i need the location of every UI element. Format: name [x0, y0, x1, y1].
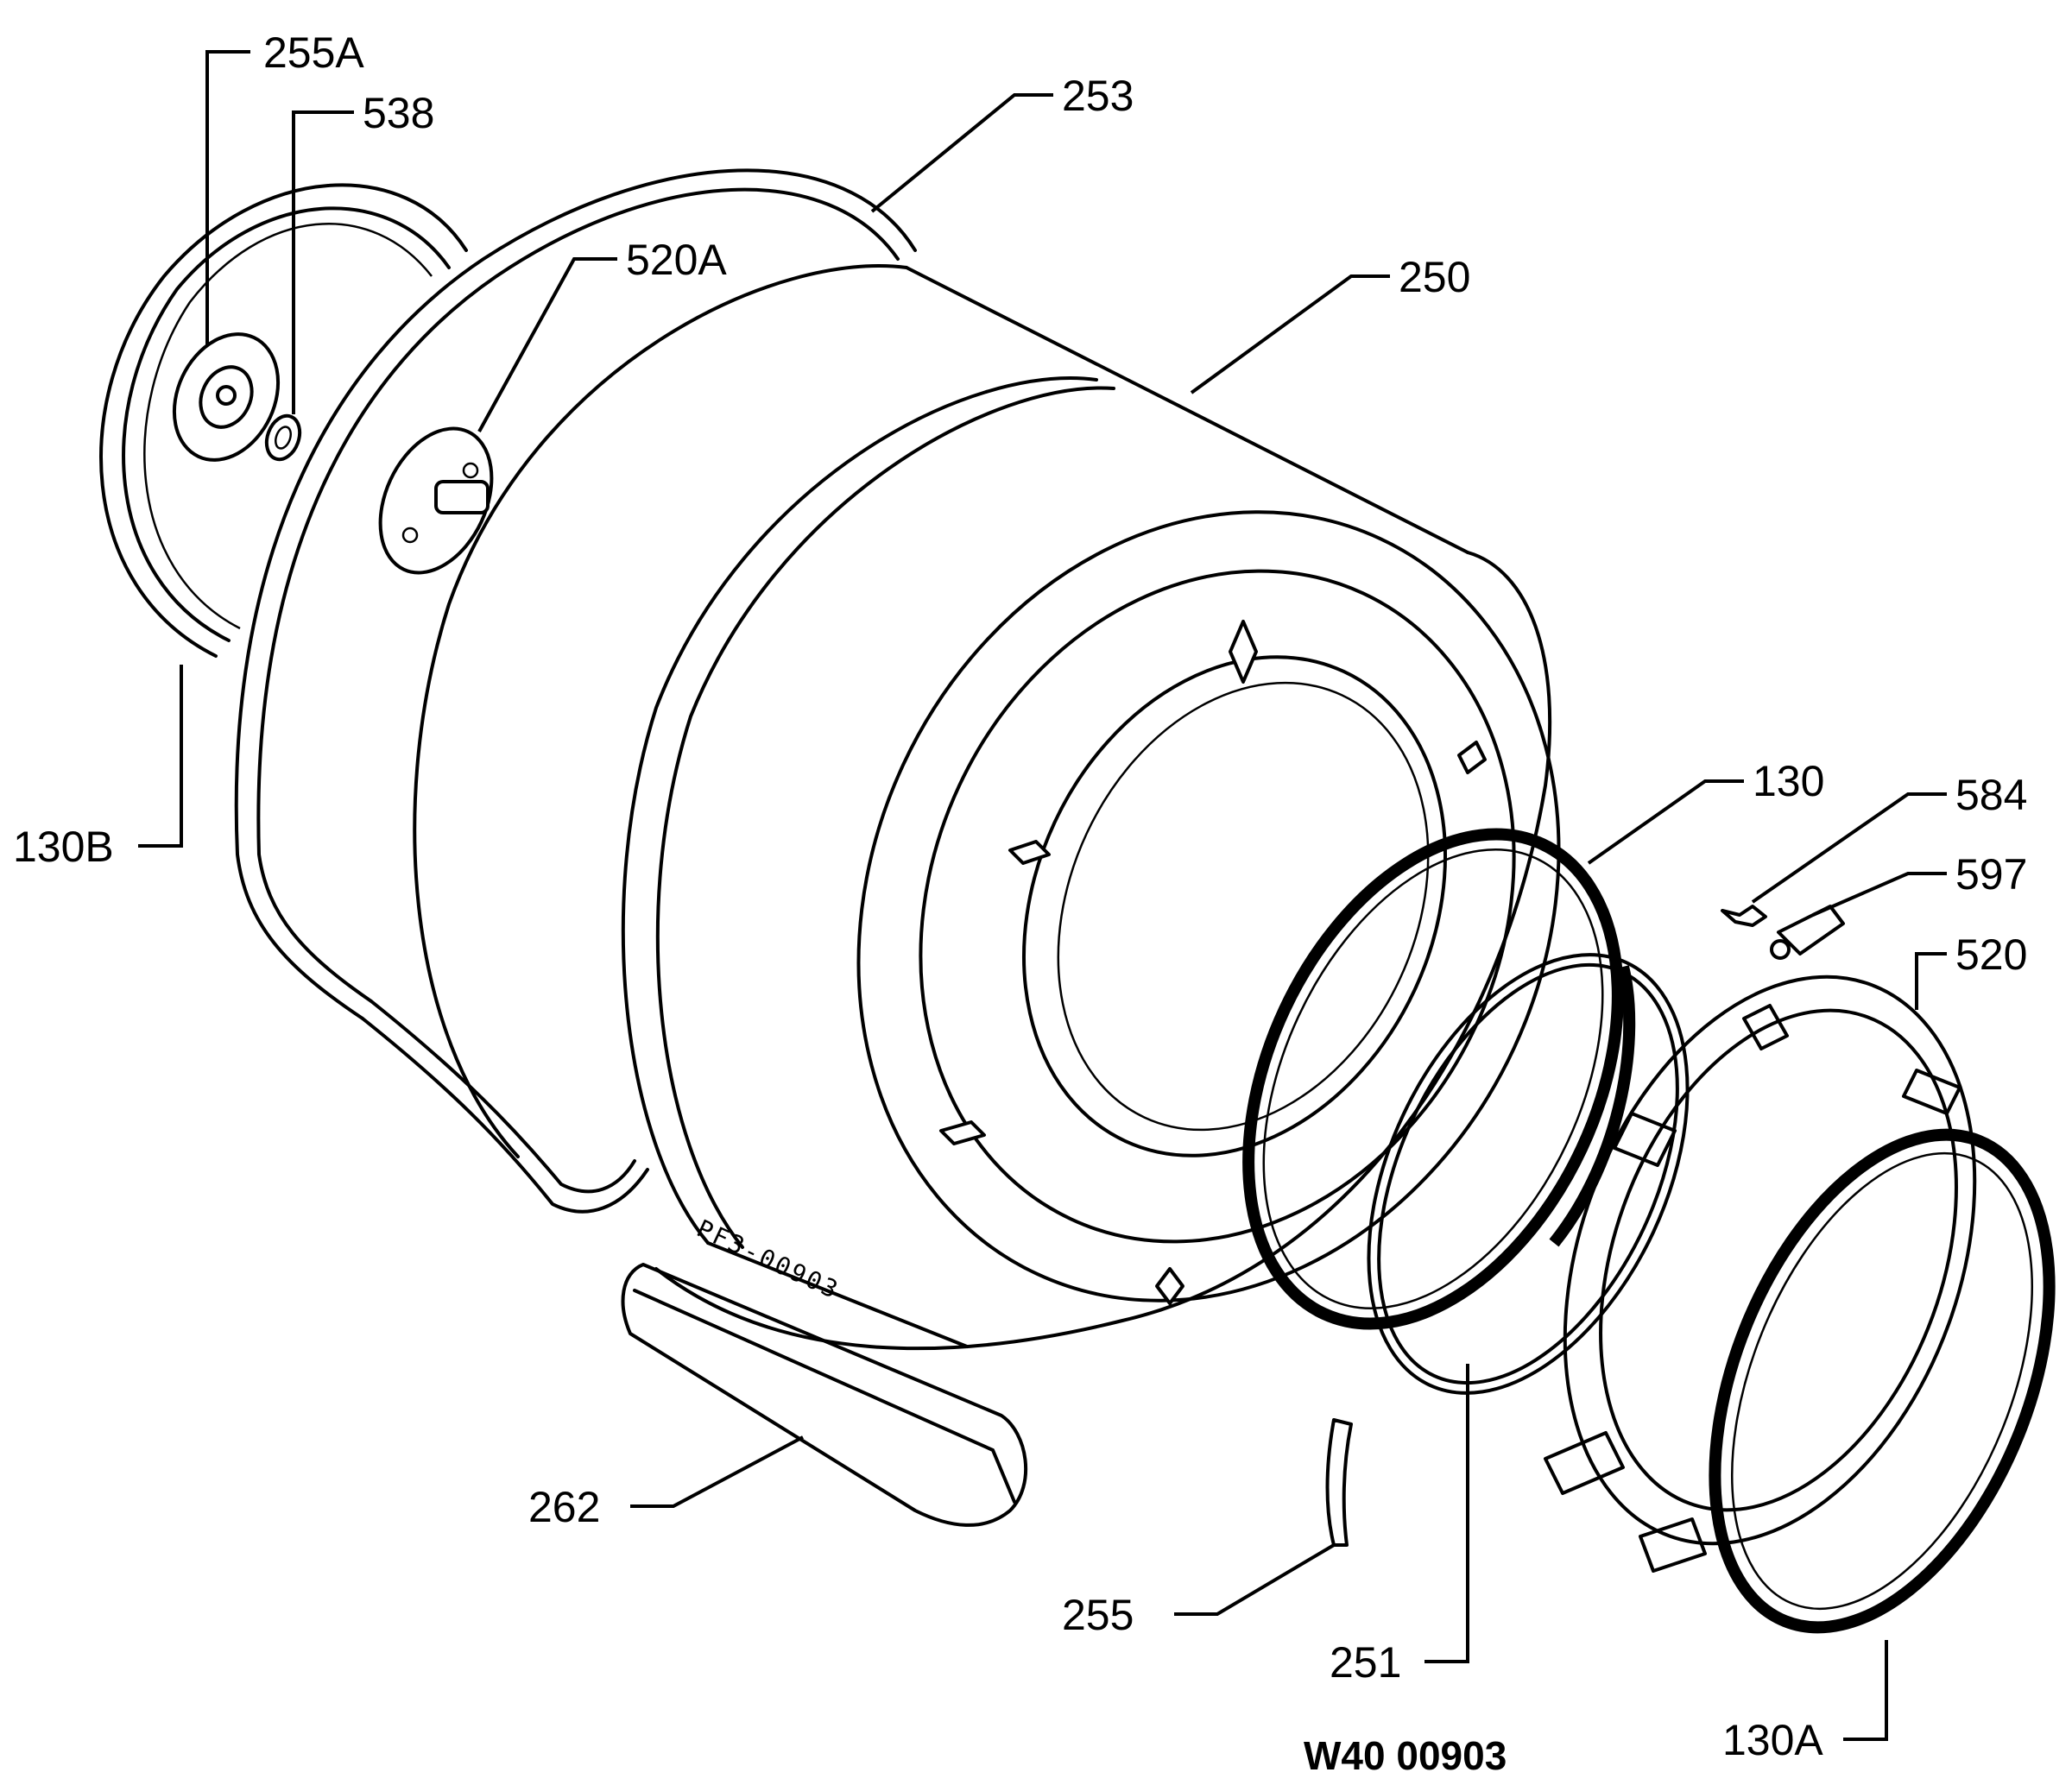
callout-520: 520: [1955, 930, 2027, 979]
felt-seal-ring: [1367, 953, 1690, 1395]
rear-drum-shell: [234, 168, 917, 1214]
callout-130: 130: [1753, 757, 1824, 805]
rear-gasket-ring: [99, 183, 468, 658]
callout-262: 262: [528, 1483, 600, 1531]
callout-255A: 255A: [263, 28, 364, 77]
leader-lines: [138, 50, 1947, 1741]
front-bearing-housing: [1544, 974, 1977, 1573]
rear-bearing-plate: [172, 332, 281, 462]
callout-597: 597: [1955, 850, 2027, 899]
drum-baffle: [621, 1263, 1028, 1527]
callout-255: 255: [1062, 1591, 1134, 1639]
callout-130B: 130B: [13, 823, 114, 871]
callout-250: 250: [1399, 253, 1470, 301]
baffle-clip: [1325, 1418, 1353, 1547]
callout-251: 251: [1330, 1638, 1401, 1687]
callout-584: 584: [1955, 771, 2027, 819]
front-seal-ring: [1709, 1128, 2056, 1634]
screw-597: [1770, 905, 1845, 960]
drawing-number: W40 00903: [1304, 1733, 1507, 1778]
callout-538: 538: [363, 89, 434, 137]
callout-520A: 520A: [626, 236, 727, 284]
washer-538: [264, 413, 302, 462]
main-drum: [413, 264, 1561, 1351]
drive-hub: [378, 426, 494, 575]
drum-seal-ring: [1242, 828, 1624, 1330]
drum-stamp: PF3-00903: [692, 1214, 844, 1304]
clip-584: [1721, 905, 1767, 927]
callout-253: 253: [1062, 72, 1134, 120]
callout-130A: 130A: [1722, 1716, 1823, 1764]
